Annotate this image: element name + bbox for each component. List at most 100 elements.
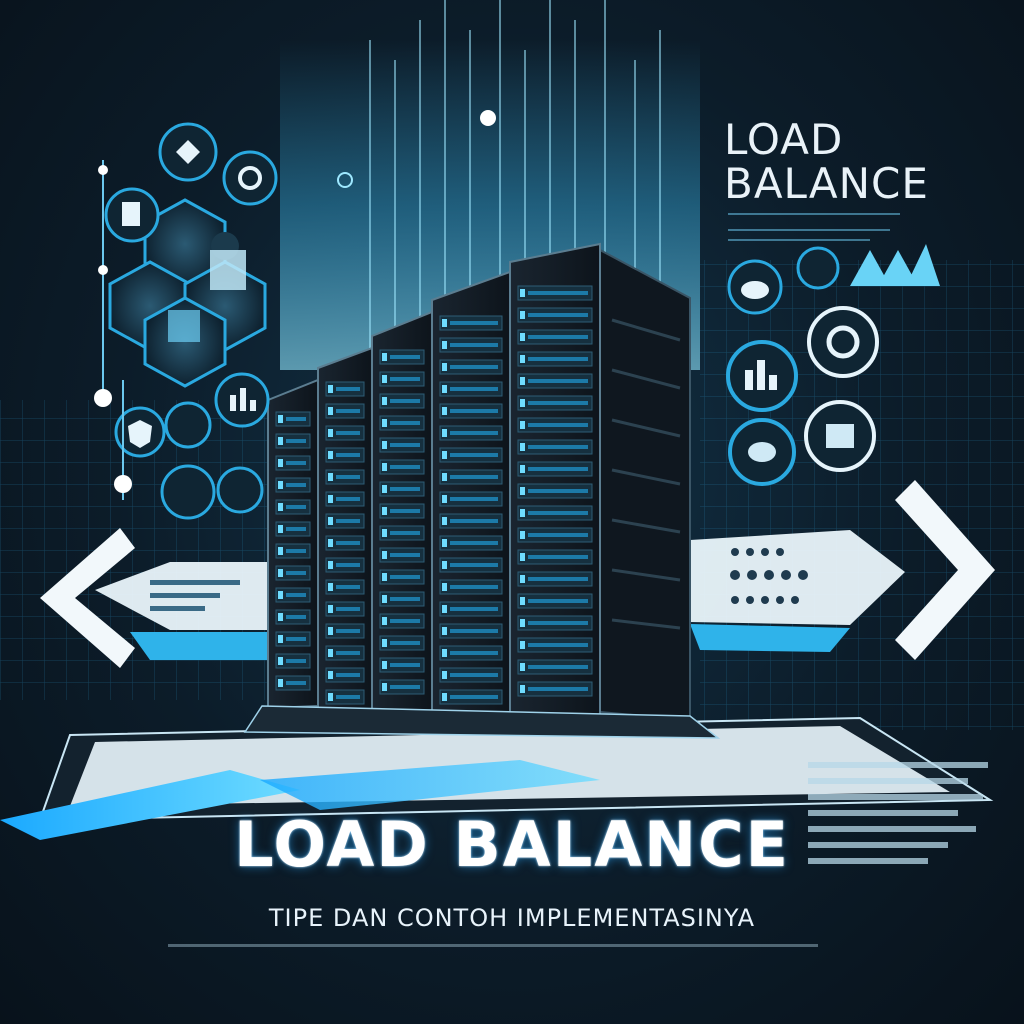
server-led	[520, 641, 525, 649]
server-vent	[528, 313, 588, 317]
chart-icon	[214, 372, 270, 428]
server-vent	[450, 607, 498, 611]
server-vent	[390, 377, 420, 381]
server-led	[520, 553, 525, 561]
server-vent	[528, 445, 588, 449]
server-vent	[528, 467, 588, 471]
floor-platform	[0, 716, 994, 840]
server-led	[328, 539, 333, 547]
decorative-dotted-line	[168, 944, 818, 947]
corner-title-line2: BALANCE	[724, 159, 929, 208]
hero-title: LOAD BALANCE	[234, 808, 790, 881]
left-icon-cluster	[94, 122, 278, 520]
chart-icon	[726, 340, 798, 412]
server-led	[382, 683, 387, 691]
server-vent	[390, 685, 420, 689]
server-vent	[450, 695, 498, 699]
server-vent	[336, 629, 360, 633]
server-led	[520, 311, 525, 319]
server-led	[328, 671, 333, 679]
server-led	[278, 569, 283, 577]
network-node-icon	[158, 122, 218, 182]
server-vent	[336, 475, 360, 479]
server-vent	[390, 597, 420, 601]
server-led	[442, 517, 447, 525]
server-led	[328, 517, 333, 525]
decorative-text-blocks	[808, 762, 988, 864]
cloud-icon	[727, 259, 783, 315]
server-racks	[243, 242, 721, 739]
server-vent	[528, 335, 588, 339]
server-led	[278, 679, 283, 687]
server-led	[328, 583, 333, 591]
server-vent	[528, 423, 588, 427]
server-vent	[336, 409, 360, 413]
server-led	[382, 551, 387, 559]
server-vent	[336, 607, 360, 611]
server-vent	[450, 409, 498, 413]
server-led	[442, 561, 447, 569]
server-vent	[390, 443, 420, 447]
server-vent	[336, 519, 360, 523]
server-vent	[528, 643, 588, 647]
right-icon-cluster	[726, 213, 940, 486]
server-led	[382, 639, 387, 647]
server-vent	[336, 651, 360, 655]
server-led	[328, 451, 333, 459]
server-led	[328, 693, 333, 701]
server-led	[442, 319, 447, 327]
server-vent	[390, 399, 420, 403]
server-vent	[450, 541, 498, 545]
server-vent	[528, 379, 588, 383]
server-vent	[286, 549, 306, 553]
server-led	[278, 657, 283, 665]
server-led	[442, 341, 447, 349]
server-vent	[450, 673, 498, 677]
server-led	[442, 385, 447, 393]
server-vent	[390, 421, 420, 425]
server-led	[328, 561, 333, 569]
shield-icon	[114, 406, 166, 458]
corner-title: LOAD BALANCE	[724, 118, 964, 206]
server-led	[278, 415, 283, 423]
server-led	[278, 613, 283, 621]
server-led	[442, 451, 447, 459]
server-led	[382, 661, 387, 669]
server-vent	[286, 593, 306, 597]
server-led	[328, 605, 333, 613]
server-vent	[528, 533, 588, 537]
gear-icon	[222, 150, 278, 206]
rack-icon	[804, 400, 876, 472]
server-vent	[286, 439, 306, 443]
corner-title-line1: LOAD	[724, 115, 844, 164]
server-led	[520, 377, 525, 385]
server-led	[382, 463, 387, 471]
server-led	[442, 495, 447, 503]
server-vent	[450, 453, 498, 457]
server-led	[442, 649, 447, 657]
server-led	[520, 289, 525, 297]
server-vent	[286, 571, 306, 575]
server-led	[442, 539, 447, 547]
server-vent	[390, 619, 420, 623]
server-led	[278, 591, 283, 599]
server-led	[382, 419, 387, 427]
server-led	[382, 595, 387, 603]
server-led	[328, 473, 333, 481]
server-vent	[390, 641, 420, 645]
document-icon	[104, 187, 160, 243]
server-vent	[528, 621, 588, 625]
server-vent	[336, 541, 360, 545]
server-vent	[450, 497, 498, 501]
server-vent	[528, 291, 588, 295]
server-led	[382, 353, 387, 361]
server-vent	[336, 387, 360, 391]
server-led	[442, 605, 447, 613]
server-led	[328, 385, 333, 393]
server-led	[520, 355, 525, 363]
server-led	[520, 333, 525, 341]
server-vent	[450, 431, 498, 435]
server-led	[278, 503, 283, 511]
server-vent	[528, 401, 588, 405]
